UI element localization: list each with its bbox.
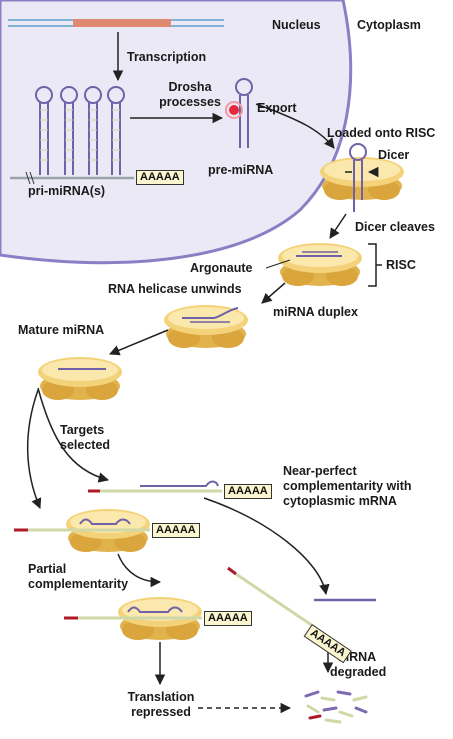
degraded-fragments: [304, 690, 368, 724]
pri-mirna-hairpins: [10, 86, 134, 185]
near-perfect-line1: Near-perfect: [283, 464, 357, 478]
drosha-label-line2: processes: [159, 95, 221, 109]
dna-gene: [8, 19, 224, 27]
drosha-label-line1: Drosha: [168, 80, 212, 94]
targets-label-line2: selected: [60, 438, 111, 452]
risc-label: RISC: [386, 258, 416, 272]
pre-mirna-label: pre-miRNA: [208, 163, 274, 177]
argonaute-label: Argonaute: [190, 261, 253, 275]
pre-mirna-in-dicer: [345, 143, 376, 212]
dicer-cleaves-arrow: [329, 213, 347, 239]
mirna-duplex-label: miRNA duplex: [273, 305, 358, 319]
risc-bracket: [368, 243, 382, 287]
dicer-cleaves-label: Dicer cleaves: [355, 220, 435, 234]
translation-label-line1: Translation: [127, 690, 195, 704]
export-label: Export: [257, 101, 297, 115]
loaded-onto-risc-label: Loaded onto RISC: [327, 126, 436, 140]
target-mrna-repressed: [64, 606, 202, 620]
export-arrow: [255, 103, 335, 149]
pre-mirna-hairpin: [225, 78, 253, 148]
cytoplasm-label: Cytoplasm: [357, 18, 421, 32]
poly-a-tail-pri: AAAAA: [136, 170, 184, 185]
mature-mirna-label: Mature miRNA: [18, 323, 105, 337]
targets-arrow: [37, 387, 110, 483]
risc-complex-mature: [38, 357, 122, 400]
repression-arrow: [117, 553, 162, 588]
partial-path-arrow: [27, 389, 42, 509]
degradation-arrow: [203, 497, 330, 596]
risc-complex-unwinding: [164, 305, 248, 348]
mrna-degraded-line2: degraded: [330, 665, 387, 679]
dicer-label: Dicer: [378, 148, 410, 162]
mature-arrow: [109, 329, 169, 356]
translation-label-line2: repressed: [131, 705, 191, 719]
target-mrna-partial: [14, 518, 150, 532]
rna-helicase-label: RNA helicase unwinds: [108, 282, 242, 296]
partial-label-line1: Partial: [28, 562, 67, 576]
near-perfect-line3: cytoplasmic mRNA: [283, 494, 397, 508]
mirna-duplex-in-risc: [296, 251, 342, 257]
near-perfect-line2: complementarity with: [283, 479, 412, 493]
pri-mirna-label: pri-miRNA(s): [28, 184, 106, 198]
poly-a-tail-partial: AAAAA: [152, 523, 200, 538]
targets-label-line1: Targets: [60, 423, 105, 437]
risc-complex-argonaute: [278, 243, 362, 286]
cleaved-mrna: [227, 566, 376, 630]
nucleus-label: Nucleus: [272, 18, 321, 32]
partial-label-line2: complementarity: [28, 577, 129, 591]
unwind-arrow: [261, 282, 286, 304]
transcription-label: Transcription: [127, 50, 207, 64]
poly-a-tail-repressed: AAAAA: [204, 611, 252, 626]
hairpin-base-pairs: [40, 109, 120, 161]
unwinding-strands: [182, 307, 239, 323]
target-mrna-near-perfect: [88, 480, 222, 493]
argonaute-pointer: [265, 259, 291, 269]
poly-a-tail-near-perfect: AAAAA: [224, 484, 272, 499]
nucleus-region: [0, 0, 353, 265]
